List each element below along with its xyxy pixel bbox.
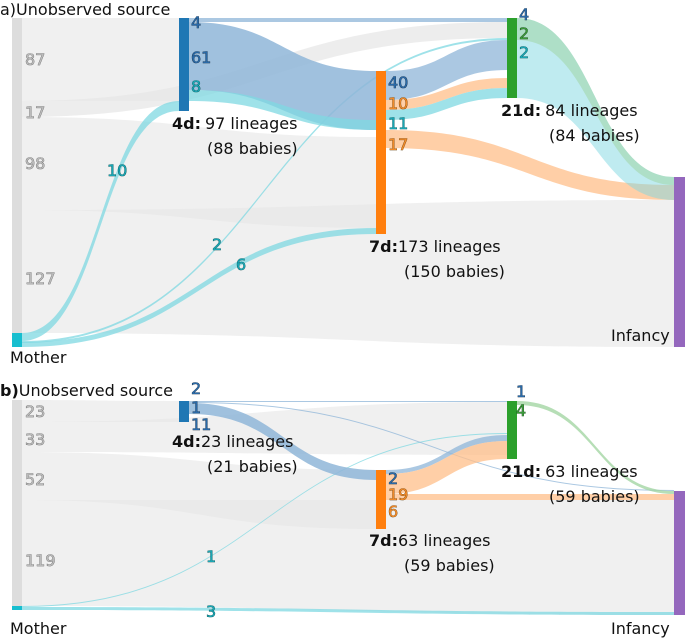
d21-babies-a: (84 babies) [549, 126, 640, 145]
d21-babies-b: (59 babies) [549, 487, 640, 506]
flow-band [517, 18, 674, 185]
flow-band [22, 607, 674, 615]
infancy-label-b: Infancy [611, 619, 670, 638]
d7-node-a [376, 71, 386, 234]
flow-value: 8 [191, 77, 201, 96]
flow-value: 98 [25, 154, 45, 173]
flow-band [22, 200, 674, 347]
flow-band [22, 18, 179, 101]
flow-band [386, 78, 507, 110]
flow-band [22, 101, 179, 341]
flow-value: 1 [191, 398, 201, 417]
panel-a-label: a)Unobserved source [0, 0, 170, 19]
flow-value: 6 [236, 255, 246, 274]
flow-value: 4 [191, 13, 201, 32]
flow-band [386, 40, 507, 100]
mother-label-b: Mother [10, 619, 67, 638]
flow-value: 87 [25, 50, 45, 69]
flow-value: 1 [516, 382, 526, 401]
flow-value: 127 [25, 269, 56, 288]
d4-label-b: 4d:23 lineages [172, 432, 293, 451]
infancy-node-b [674, 491, 685, 615]
d7-babies-b: (59 babies) [404, 556, 495, 575]
flow-band [386, 494, 674, 500]
unobserved-source-node-a [12, 18, 22, 333]
flow-band [189, 22, 376, 130]
flow-value: 2 [519, 43, 529, 62]
flow-value: 17 [388, 135, 408, 154]
d4-babies-a: (88 babies) [207, 139, 298, 158]
flow-band [22, 433, 507, 607]
flow-value: 11 [388, 114, 408, 133]
flow-band [386, 88, 507, 120]
unobserved-source-node-b [12, 400, 22, 606]
panel-b-label: b)Unobserved source [0, 381, 173, 400]
infancy-node-a [674, 177, 685, 347]
flow-value: 10 [388, 94, 408, 113]
d21-node-a [507, 18, 517, 98]
flow-value: 40 [388, 73, 408, 92]
d7-node-b [376, 470, 386, 529]
flow-value: 2 [388, 469, 398, 488]
flow-band [22, 228, 376, 347]
d7-babies-a: (150 babies) [404, 262, 505, 281]
flow-value: 4 [519, 5, 529, 24]
infancy-label-a: Infancy [611, 326, 670, 345]
d7-label-b: 7d:63 lineages [369, 531, 490, 550]
nodes [12, 18, 685, 615]
flow-band [189, 18, 507, 22]
mother-node-b [12, 606, 22, 610]
flow-band [386, 441, 507, 494]
flow-value: 11 [191, 415, 211, 434]
d4-label-a: 4d:97 lineages [172, 114, 297, 133]
flow-band [22, 117, 376, 228]
flow-band [22, 38, 507, 343]
flow-band [22, 400, 179, 422]
flow-value: 2 [191, 379, 201, 398]
mother-node-a [12, 333, 22, 347]
flow-value: 61 [191, 48, 211, 67]
d7-label-a: 7d:173 lineages [369, 237, 501, 256]
d4-node-b [179, 401, 189, 422]
d21-label-b: 21d:63 lineages [501, 462, 638, 481]
d21-label-a: 21d:84 lineages [501, 101, 638, 120]
flow-value: 23 [25, 402, 45, 421]
d21-node-b [507, 401, 517, 459]
flow-value: 6 [388, 502, 398, 521]
flow-value: 119 [25, 551, 56, 570]
flow-value: 17 [25, 103, 45, 122]
flow-band [22, 500, 674, 615]
d4-babies-b: (21 babies) [207, 457, 298, 476]
flow-band [189, 90, 376, 130]
flow-value: 2 [519, 24, 529, 43]
flow-value: 1 [206, 547, 216, 566]
flow-value: 3 [206, 602, 216, 621]
flow-value: 2 [212, 235, 222, 254]
flow-value: 4 [516, 401, 526, 420]
flow-value: 19 [388, 485, 408, 504]
flow-value: 33 [25, 430, 45, 449]
mother-label-a: Mother [10, 348, 67, 367]
flow-value: 10 [107, 161, 127, 180]
d4-node-a [179, 18, 189, 111]
flow-band [189, 403, 376, 480]
flow-band [189, 401, 507, 402]
flow-band [517, 401, 674, 494]
flow-band [386, 130, 674, 200]
flow-bands [22, 18, 674, 615]
flow-value: 52 [25, 470, 45, 489]
flow-band [189, 402, 674, 491]
flow-band [386, 435, 507, 474]
